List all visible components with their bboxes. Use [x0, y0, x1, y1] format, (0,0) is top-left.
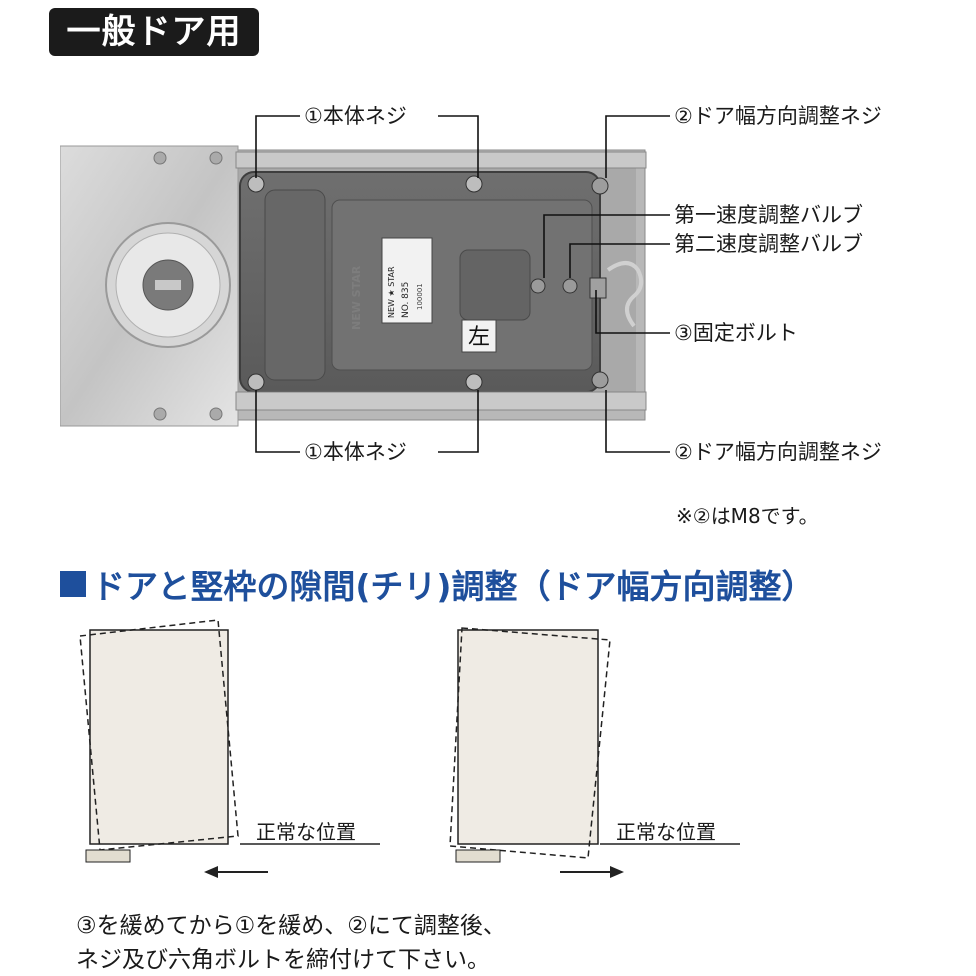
width-screw-callout-top: ②ドア幅方向調整ネジ: [674, 104, 882, 128]
fix-bolt-icon: [589, 277, 607, 299]
plate-code: 100001: [416, 283, 424, 310]
left-position-label: 正常な位置: [256, 820, 356, 844]
pivot-block: [85, 849, 131, 863]
cast-brand: NEW STAR: [350, 265, 363, 330]
fix-bolt-callout: ③固定ボルト: [674, 321, 798, 345]
pivot-block: [455, 849, 501, 863]
cover-screw: [209, 407, 223, 421]
leader-lines: [255, 115, 670, 453]
width-screw-icon: [591, 371, 609, 389]
cover-screw: [153, 151, 167, 165]
spring-icon: [606, 261, 644, 328]
door-panel: [457, 629, 599, 845]
plate-brand: NEW ★ STAR: [387, 266, 396, 318]
section-heading-text: ドアと竪枠の隙間(チリ)調整（ドア幅方向調整）: [92, 567, 815, 606]
cover-screw: [209, 151, 223, 165]
body-screw-icon: [465, 373, 483, 391]
name-plate: NEW ★ STAR NO. 835 100001: [381, 237, 433, 324]
heading-square-icon: [60, 571, 86, 597]
body-screw-callout-bottom: ①本体ネジ: [304, 440, 407, 464]
plate-no: NO. 835: [401, 282, 411, 318]
left-door-diagram: [79, 619, 380, 878]
left-mark: 左: [468, 325, 490, 350]
right-door-diagram: [449, 627, 740, 878]
door-panel: [89, 629, 229, 845]
cover-screw: [153, 407, 167, 421]
screw-size-note: ※②はM8です。: [676, 504, 819, 528]
instruction-line-1: ③を緩めてから①を緩め、②にて調整後、: [76, 913, 506, 939]
closer-photo: NEW ★ STAR NO. 835 100001 NEW STAR 左: [60, 145, 647, 427]
body-screw-callout-top: ①本体ネジ: [304, 104, 407, 128]
valve2-callout: 第二速度調整バルブ: [674, 232, 863, 256]
valve-icon: [530, 278, 546, 294]
right-position-label: 正常な位置: [616, 820, 716, 844]
body-screw-icon: [465, 175, 483, 193]
adjustment-diagrams: [79, 619, 740, 878]
valve1-callout: 第一速度調整バルブ: [674, 203, 863, 227]
tilted-door-outline: [79, 619, 239, 851]
width-screw-icon: [591, 177, 609, 195]
section-heading: ドアと竪枠の隙間(チリ)調整（ドア幅方向調整）: [60, 560, 815, 608]
instruction-line-2: ネジ及び六角ボルトを締付けて下さい。: [76, 947, 490, 973]
valve-icon: [562, 278, 578, 294]
page-title: 一般ドア用: [49, 8, 259, 56]
width-screw-callout-bottom: ②ドア幅方向調整ネジ: [674, 440, 882, 464]
